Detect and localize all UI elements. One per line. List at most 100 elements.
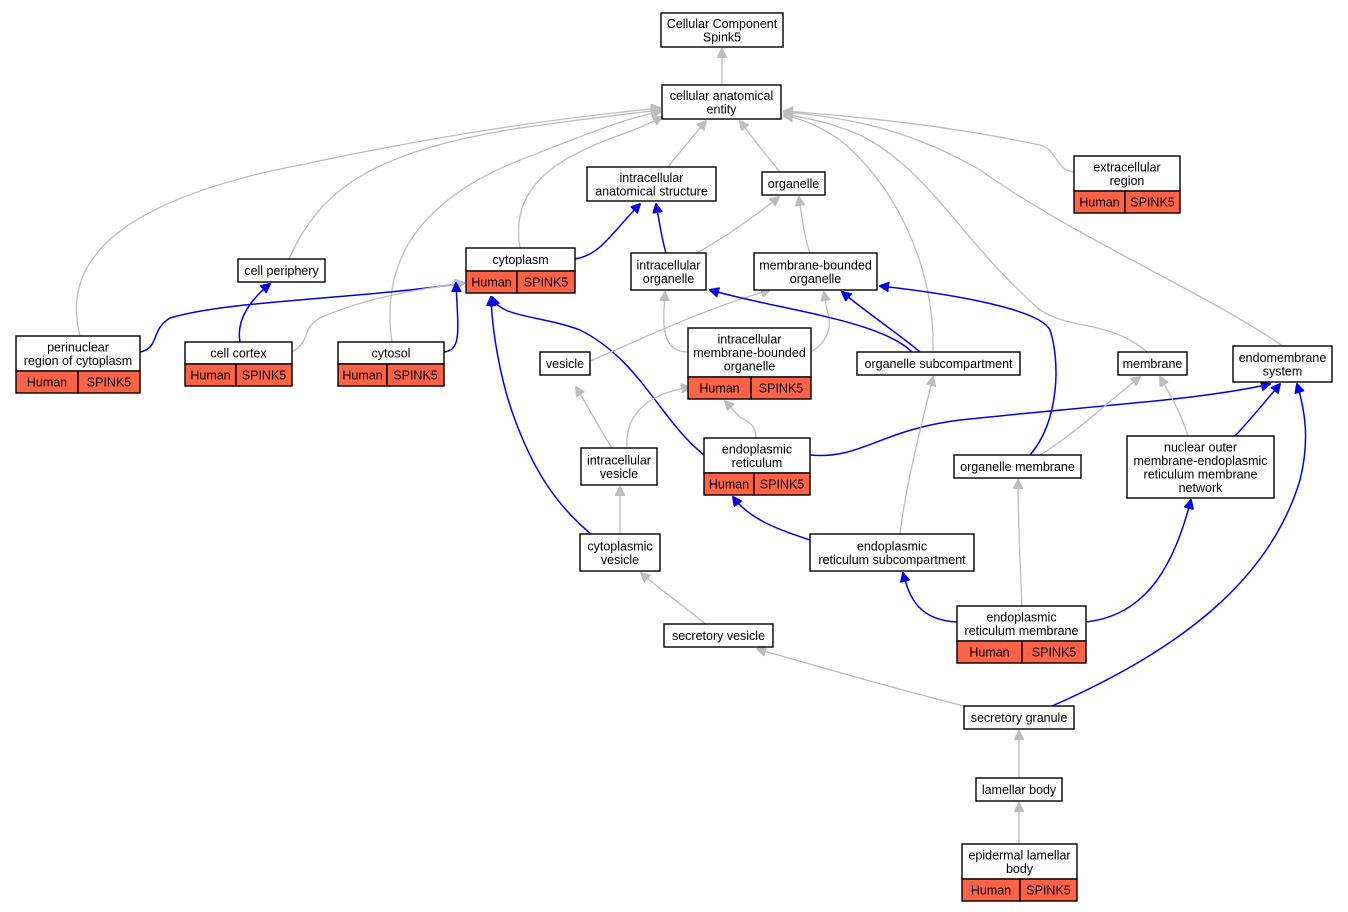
node-box (753, 252, 878, 291)
edge-mbo-to-organelle (799, 197, 811, 254)
annotation-gene-cell (750, 376, 812, 400)
annotation-gene-cell (1019, 878, 1078, 902)
edge-er-to-imbo (725, 401, 757, 439)
node-label: membrane-endoplasmic (1133, 454, 1267, 468)
edge-extracellular-to-cae (784, 111, 1075, 173)
edge-membrane-to-cae (784, 114, 1148, 353)
node-label: cell cortex (210, 347, 267, 361)
node-orgmem[interactable]: organelle membrane (953, 454, 1082, 479)
node-box (953, 454, 1082, 479)
edge-cytovesicle-to-cytoplasm (491, 297, 592, 535)
node-box (661, 84, 782, 120)
edge-perinuclear-to-cytoplasm (139, 283, 464, 353)
edge-ermem-to-nuclear (1085, 500, 1191, 623)
node-box (703, 437, 811, 474)
node-label: vesicle (546, 357, 584, 371)
node-box (660, 12, 784, 48)
node-box (961, 843, 1078, 880)
node-label: organelle (768, 177, 819, 191)
edge-ermem-to-orgmem (1018, 480, 1022, 607)
node-box (586, 166, 717, 202)
node-label: network (1179, 481, 1224, 495)
node-label: entity (707, 102, 738, 116)
node-nuclear[interactable]: nuclear outermembrane-endoplasmicreticul… (1126, 435, 1275, 499)
edge-ivesicle-to-imbo (626, 387, 690, 449)
node-membrane[interactable]: membrane (1117, 351, 1188, 376)
node-label: intracellular (620, 171, 684, 185)
node-box (579, 533, 661, 572)
node-label: endomembrane (1239, 351, 1327, 365)
node-label: anatomical structure (595, 184, 708, 198)
node-orgsub[interactable]: organelle subcompartment (856, 351, 1021, 376)
edge-orgsub-to-mbo (842, 292, 921, 353)
node-secgranule[interactable]: secretory granule (963, 705, 1075, 730)
annotation-organism: Human (1079, 196, 1119, 210)
node-label: epidermal lamellar (968, 848, 1070, 862)
node-label: organelle (790, 272, 841, 286)
edge-ias-to-cae (667, 121, 706, 168)
node-label: intracellular (718, 333, 782, 347)
node-label: region of cytoplasm (24, 354, 132, 368)
annotation-gene-cell (753, 472, 811, 496)
annotation-gene-cell (386, 363, 445, 387)
node-label: nuclear outer (1164, 440, 1237, 454)
edge-orgmem-to-mbo (880, 286, 1057, 456)
node-lamellar[interactable]: lamellar body (975, 777, 1063, 802)
node-label: intracellular (587, 453, 651, 467)
edge-er-to-cytoplasm (492, 297, 705, 456)
node-vesicle[interactable]: vesicle (539, 351, 591, 376)
edge-secgranule-to-endomem (1051, 384, 1307, 707)
node-box (975, 777, 1063, 802)
annotation-gene-cell (77, 370, 141, 394)
edge-orgmem-to-membrane (1039, 377, 1140, 456)
node-label: secretory granule (971, 711, 1068, 725)
node-label: reticulum (732, 456, 783, 470)
annotation-gene: SPINK5 (393, 369, 438, 383)
edge-intraorg-to-ias (656, 204, 667, 254)
node-label: membrane-bounded (759, 258, 872, 272)
node-label: extracellular (1093, 160, 1160, 174)
node-box (539, 351, 591, 376)
node-label: secretory vesicle (672, 629, 765, 643)
node-label: cell periphery (244, 264, 319, 278)
node-organelle[interactable]: organelle (761, 171, 826, 196)
node-label: organelle (643, 272, 694, 286)
node-box (1232, 345, 1333, 383)
node-label: endoplasmic (857, 539, 927, 553)
node-imbo[interactable]: intracellularmembrane-boundedorganelleHu… (687, 327, 812, 400)
edge-endomem-to-cae (784, 112, 1284, 347)
node-box (1126, 435, 1275, 499)
node-label: reticulum membrane (965, 624, 1079, 638)
edge-er-to-endomem (809, 384, 1270, 457)
edge-cytoplasm-to-ias (574, 204, 640, 260)
node-box (237, 258, 326, 283)
node-cellperiphery[interactable]: cell periphery (237, 258, 326, 283)
edge-ermem-to-ersub (903, 573, 958, 623)
annotation-organism: Human (699, 382, 739, 396)
node-label: Spink5 (703, 30, 741, 44)
node-secvesicle[interactable]: secretory vesicle (663, 623, 774, 648)
edge-orgsub-to-cae (784, 116, 934, 353)
annotation-gene: SPINK5 (87, 376, 132, 390)
node-box (956, 605, 1087, 642)
annotation-gene: SPINK5 (759, 382, 804, 396)
